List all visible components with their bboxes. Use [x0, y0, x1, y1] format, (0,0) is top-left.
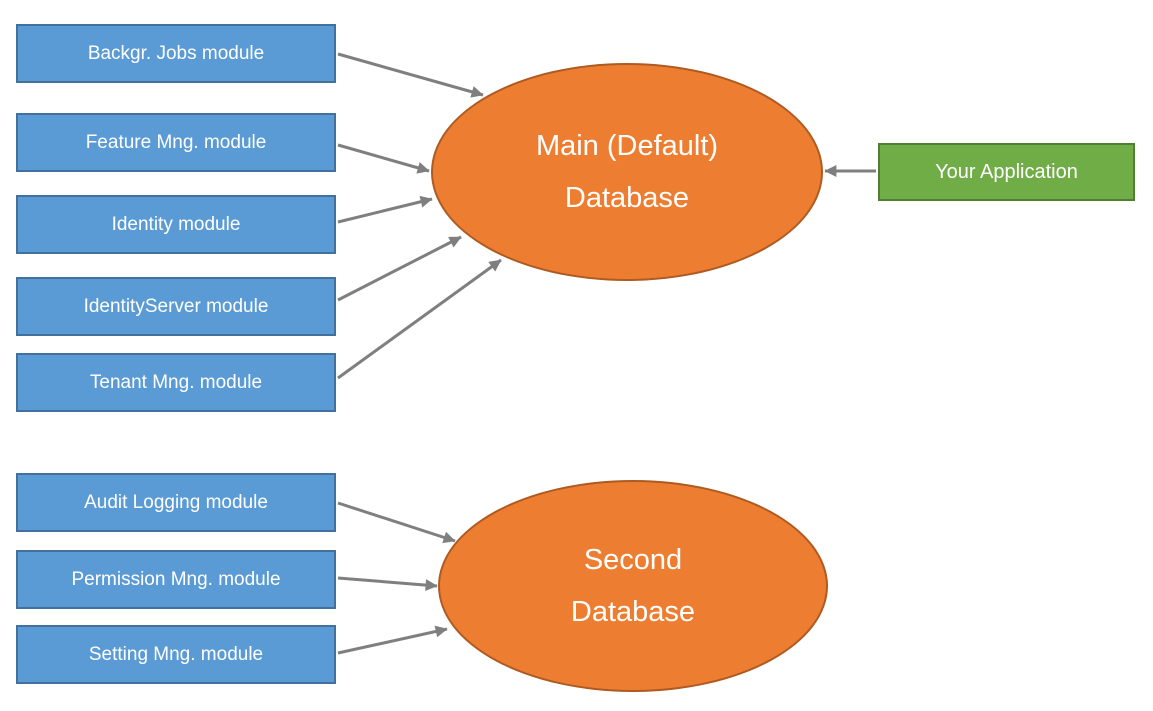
arrow-setting-mng-to-second-db: [337, 625, 448, 655]
module-label: Feature Mng. module: [85, 131, 267, 153]
module-label: IdentityServer module: [83, 295, 269, 317]
arrow-audit-logging-to-second-db: [337, 501, 456, 544]
second-database-label-line2: Database: [570, 596, 696, 628]
main-database-ellipse: Main (Default) Database: [431, 63, 823, 281]
module-label: Permission Mng. module: [71, 568, 281, 590]
arrow-backgr-jobs-to-main-db: [337, 52, 484, 98]
module-box-setting-mng: Setting Mng. module: [16, 625, 336, 684]
arrow-permission-mng-to-second-db: [337, 576, 438, 592]
module-label: Setting Mng. module: [88, 643, 264, 665]
arrow-identityserver-to-main-db: [337, 235, 462, 302]
module-box-identityserver: IdentityServer module: [16, 277, 336, 336]
your-application-label: Your Application: [935, 160, 1078, 183]
module-label: Backgr. Jobs module: [87, 42, 265, 64]
your-application-box: Your Application: [878, 143, 1135, 201]
main-database-label-line2: Database: [564, 182, 690, 214]
second-database-label-line1: Second: [583, 544, 683, 576]
module-label: Audit Logging module: [84, 491, 268, 513]
module-box-backgr-jobs: Backgr. Jobs module: [16, 24, 336, 83]
main-database-label-line1: Main (Default): [535, 130, 719, 162]
module-label: Tenant Mng. module: [89, 371, 263, 393]
arrow-identity-to-main-db: [337, 195, 433, 224]
second-database-ellipse: Second Database: [438, 480, 828, 692]
module-box-feature-mng: Feature Mng. module: [16, 113, 336, 172]
module-box-identity: Identity module: [16, 195, 336, 254]
arrow-tenant-mng-to-main-db: [337, 258, 502, 380]
arrow-feature-mng-to-main-db: [337, 143, 430, 174]
module-box-audit-logging: Audit Logging module: [16, 473, 336, 532]
module-box-permission-mng: Permission Mng. module: [16, 550, 336, 609]
module-box-tenant-mng: Tenant Mng. module: [16, 353, 336, 412]
module-label: Identity module: [111, 213, 241, 235]
